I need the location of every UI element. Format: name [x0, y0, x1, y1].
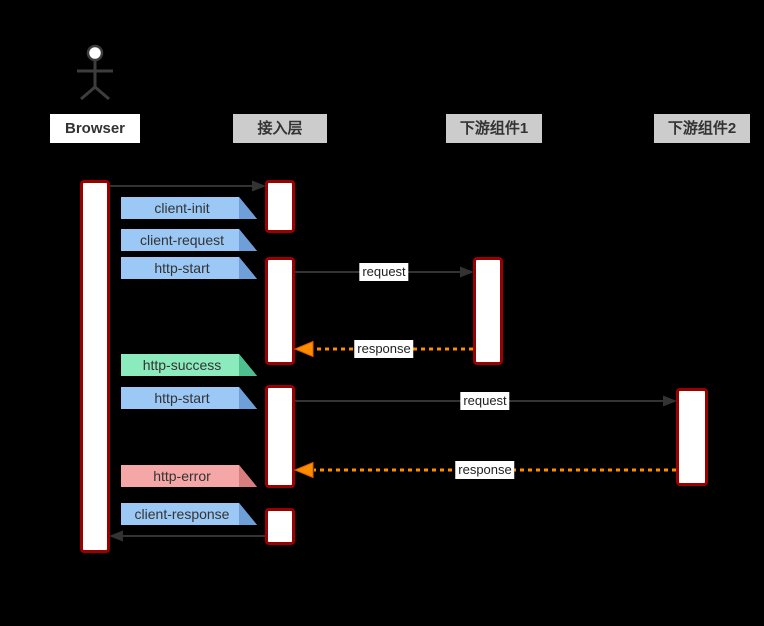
participant-downstream-2: 下游组件2	[654, 114, 750, 143]
note-shape	[121, 354, 257, 376]
note-client-response: client-response	[121, 503, 257, 525]
activation-access-layer-3	[265, 385, 295, 488]
participant-access-layer: 接入层	[233, 114, 327, 143]
note-client-init: client-init	[121, 197, 257, 219]
note-http-start-1: http-start	[121, 257, 257, 279]
note-text: client-response	[134, 506, 230, 522]
participant-browser: Browser	[50, 114, 140, 143]
note-shape	[121, 465, 257, 487]
message-label-response-1: response	[354, 340, 414, 358]
note-shape	[121, 257, 257, 279]
note-shape	[121, 197, 257, 219]
note-shape	[121, 387, 257, 409]
message-label-request-2: request	[460, 392, 510, 410]
note-text: http-start	[154, 260, 210, 276]
activation-downstream-2	[676, 388, 708, 486]
activation-access-layer-2	[265, 257, 295, 365]
actor-icon	[77, 44, 113, 101]
activation-access-layer-4	[265, 508, 295, 545]
note-text: http-error	[153, 468, 211, 484]
activation-downstream-1	[473, 257, 503, 365]
message-label-response-2: response	[455, 461, 515, 479]
note-http-start-2: http-start	[121, 387, 257, 409]
activation-access-layer-1	[265, 180, 295, 233]
note-text: client-init	[154, 200, 210, 216]
message-label-request-1: request	[359, 263, 409, 281]
note-text: http-start	[154, 390, 210, 406]
activation-browser	[80, 180, 110, 553]
note-text: client-request	[139, 232, 225, 248]
note-client-request: client-request	[121, 229, 257, 251]
note-shape	[121, 229, 257, 251]
note-http-success: http-success	[121, 354, 257, 376]
participant-downstream-1: 下游组件1	[446, 114, 542, 143]
note-text: http-success	[142, 357, 222, 373]
note-shape	[121, 503, 257, 525]
note-http-error: http-error	[121, 465, 257, 487]
